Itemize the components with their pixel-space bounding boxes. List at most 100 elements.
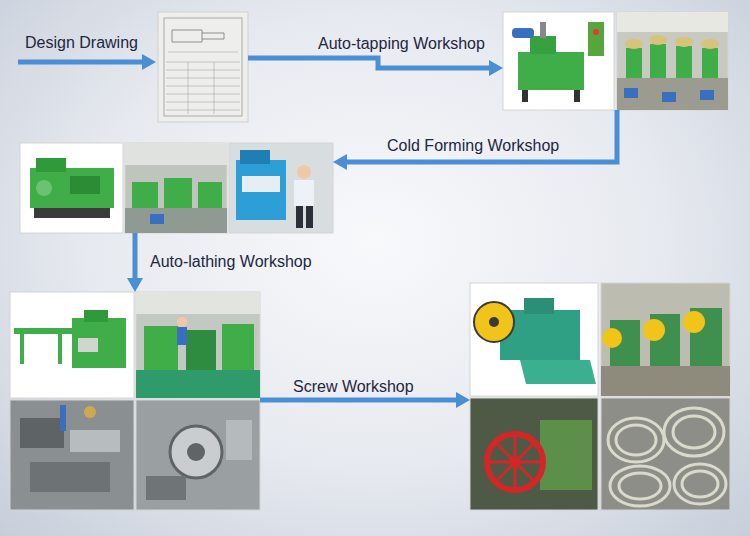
drawing-photo: [158, 12, 248, 122]
photo-detail: [649, 35, 667, 45]
lathe-closeup-photo: [10, 400, 134, 510]
workshop-heading: Design Drawing: [25, 33, 138, 52]
photo-detail: [226, 420, 252, 460]
photo-detail: [530, 36, 556, 54]
arrow-head: [456, 392, 470, 408]
photo-detail: [144, 326, 178, 370]
photo-detail: [125, 208, 227, 233]
photo-detail: [470, 283, 598, 396]
photo-detail: [489, 317, 499, 327]
photo-detail: [36, 158, 66, 172]
photo-detail: [168, 52, 238, 53]
photo-detail: [20, 334, 24, 364]
photo-detail: [683, 311, 705, 333]
photo-detail: [487, 434, 543, 490]
photo-detail: [617, 78, 728, 110]
photo-detail: [474, 302, 514, 342]
photo-detail: [186, 330, 216, 370]
photo-detail: [164, 18, 242, 116]
photo-detail: [294, 180, 314, 206]
photo-group: Auto-tapping Workshop: [503, 12, 728, 110]
photo-detail: [601, 366, 730, 396]
photo-detail: [617, 12, 728, 32]
photo-detail: [177, 327, 187, 345]
flow-arrow: [333, 110, 617, 170]
photo-detail: [512, 28, 534, 38]
photo-detail: [610, 466, 670, 506]
photo-detail: [626, 48, 642, 78]
photo-group: Screw Workshop: [470, 283, 730, 510]
photo-detail: [702, 48, 718, 78]
entry-arrow: [18, 54, 156, 70]
photo-detail: [177, 317, 187, 327]
arrow-head: [333, 154, 347, 170]
photo-detail: [682, 471, 718, 497]
tapping-workshop-photo: [617, 12, 728, 110]
forming-machine-photo: [20, 143, 123, 233]
photo-detail: [524, 298, 554, 314]
photo-detail: [125, 143, 227, 165]
header-workshop-photo: [601, 283, 730, 396]
photo-detail: [84, 310, 108, 322]
photo-detail: [608, 418, 664, 462]
photo-detail: [166, 102, 240, 103]
photo-detail: [601, 398, 730, 510]
photo-detail: [643, 319, 665, 341]
photo-detail: [58, 334, 62, 364]
photo-detail: [10, 400, 134, 510]
photo-detail: [240, 150, 270, 164]
photo-detail: [625, 39, 643, 49]
photo-detail: [673, 416, 715, 448]
photo-detail: [72, 318, 126, 368]
lathe-workshop-photo: [136, 292, 260, 398]
photo-detail: [608, 408, 726, 506]
photo-detail: [36, 180, 52, 196]
photo-detail: [136, 292, 260, 314]
flow-arrow: [248, 58, 503, 76]
photo-detail: [296, 206, 303, 228]
photo-detail: [619, 473, 661, 499]
photo-detail: [520, 360, 596, 384]
photo-detail: [30, 168, 114, 208]
photo-detail: [166, 70, 240, 71]
photo-detail: [78, 338, 98, 352]
photo-detail: [70, 176, 100, 194]
photo-detail: [676, 46, 692, 78]
photo-detail: [509, 456, 521, 468]
photo-detail: [540, 22, 546, 38]
photo-detail: [489, 436, 541, 488]
photo-detail: [662, 92, 676, 102]
photo-detail: [172, 30, 224, 42]
flow-arrow: [127, 233, 143, 292]
photo-detail: [593, 29, 599, 35]
photo-group: Cold Forming Workshop: [20, 143, 333, 233]
photo-detail: [18, 60, 142, 65]
photo-detail: [188, 62, 189, 114]
photo-detail: [166, 62, 240, 63]
photo-detail: [674, 464, 726, 504]
lathe-tooling-photo: [136, 400, 260, 510]
photo-detail: [306, 206, 313, 228]
photo-detail: [588, 22, 604, 56]
photo-detail: [624, 88, 638, 98]
photo-detail: [146, 476, 186, 500]
photo-detail: [60, 405, 66, 431]
header-machine-photo: [470, 283, 598, 396]
photo-detail: [10, 292, 134, 398]
red-wheel-photo: [470, 398, 598, 510]
photo-group: Auto-lathing Workshop: [10, 292, 260, 510]
photo-detail: [518, 52, 584, 90]
photo-detail: [34, 208, 110, 218]
photo-detail: [497, 444, 533, 480]
workshop-heading: Auto-tapping Workshop: [318, 34, 485, 53]
photo-detail: [30, 462, 110, 492]
wire-coil-photo: [601, 398, 730, 510]
lathe-machine-photo: [10, 292, 134, 398]
photo-detail: [650, 44, 666, 78]
photo-detail: [70, 430, 120, 452]
photo-detail: [166, 62, 240, 114]
photo-detail: [164, 178, 192, 208]
